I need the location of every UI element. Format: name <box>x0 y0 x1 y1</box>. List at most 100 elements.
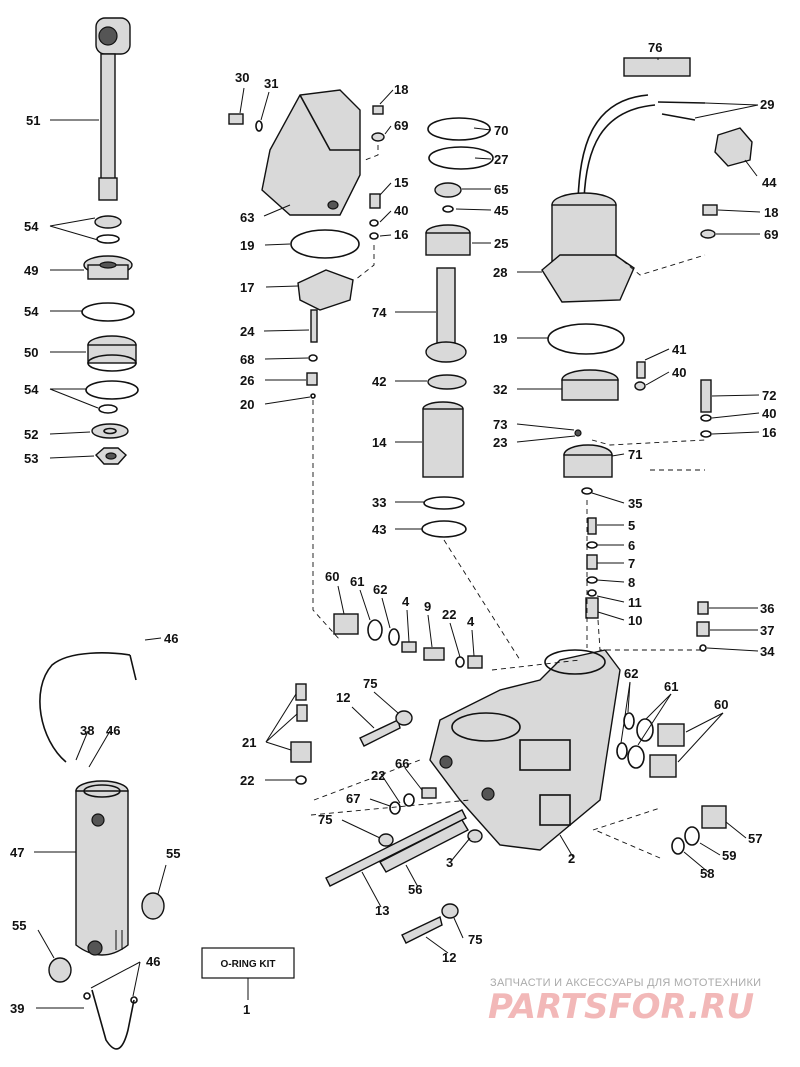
callout-7: 7 <box>628 556 635 571</box>
callout-76: 76 <box>648 40 662 55</box>
callout-8: 8 <box>628 575 635 590</box>
callout-12b: 12 <box>442 950 456 965</box>
callout-4b: 4 <box>467 614 475 629</box>
callout-5: 5 <box>628 518 635 533</box>
callout-16a: 16 <box>394 227 408 242</box>
callout-27: 27 <box>494 152 508 167</box>
callout-74: 74 <box>372 305 387 320</box>
callout-40a: 40 <box>394 203 408 218</box>
callout-57: 57 <box>748 831 762 846</box>
watermark-caption: ЗАПЧАСТИ И АКСЕССУАРЫ ДЛЯ МОТОТЕХНИКИ <box>490 977 761 989</box>
callout-23: 23 <box>493 435 507 450</box>
callout-60a: 60 <box>325 569 339 584</box>
callout-47: 47 <box>10 845 24 860</box>
callout-13: 13 <box>375 903 389 918</box>
callout-71: 71 <box>628 447 642 462</box>
watermark: ЗАПЧАСТИ И АКСЕССУАРЫ ДЛЯ МОТОТЕХНИКИ PA… <box>488 977 761 1027</box>
callout-66: 66 <box>395 756 409 771</box>
callout-61b: 61 <box>664 679 678 694</box>
callout-62a: 62 <box>373 582 387 597</box>
callout-41: 41 <box>672 342 686 357</box>
pump-motor-assembly <box>541 57 753 355</box>
callout-1: 1 <box>243 1002 250 1017</box>
callout-29: 29 <box>760 97 774 112</box>
callout-75c: 75 <box>468 932 482 947</box>
callout-53: 53 <box>24 451 38 466</box>
callout-14: 14 <box>372 435 387 450</box>
o-ring-kit-label: O-RING KIT <box>221 959 276 970</box>
callout-75b: 75 <box>318 812 332 827</box>
callout-16b: 16 <box>762 425 776 440</box>
callout-39: 39 <box>10 1001 24 1016</box>
callout-11: 11 <box>628 595 642 610</box>
callout-51: 51 <box>26 113 40 128</box>
callout-49: 49 <box>24 263 38 278</box>
callout-33: 33 <box>372 495 386 510</box>
callout-31: 31 <box>264 76 278 91</box>
callout-65: 65 <box>494 182 508 197</box>
callout-25: 25 <box>494 236 508 251</box>
callout-4a: 4 <box>402 594 410 609</box>
callout-46c: 46 <box>146 954 160 969</box>
callout-43: 43 <box>372 522 386 537</box>
callout-35: 35 <box>628 496 642 511</box>
callout-21: 21 <box>242 735 256 750</box>
manifold-body <box>290 613 727 944</box>
callout-54b: 54 <box>24 304 39 319</box>
callout-18b: 18 <box>764 205 778 220</box>
callout-38: 38 <box>80 723 94 738</box>
leader-lines <box>34 58 761 1009</box>
callout-32: 32 <box>493 382 507 397</box>
callout-42: 42 <box>372 374 386 389</box>
valve-body-assembly <box>561 361 712 652</box>
callout-56: 56 <box>408 882 422 897</box>
callout-19b: 19 <box>493 331 507 346</box>
trim-cylinder-assembly <box>39 652 165 1050</box>
callout-9: 9 <box>424 599 431 614</box>
callout-30: 30 <box>235 70 249 85</box>
callout-69a: 69 <box>394 118 408 133</box>
callout-24: 24 <box>240 324 255 339</box>
callout-75a: 75 <box>363 676 377 691</box>
callout-12a: 12 <box>336 690 350 705</box>
callout-6: 6 <box>628 538 635 553</box>
callout-45: 45 <box>494 203 508 218</box>
callout-55b: 55 <box>12 918 26 933</box>
callout-22a: 22 <box>442 607 456 622</box>
callout-37: 37 <box>760 623 774 638</box>
manual-release-piston-assembly <box>421 117 494 538</box>
callout-70: 70 <box>494 123 508 138</box>
callout-19a: 19 <box>240 238 254 253</box>
callout-54c: 54 <box>24 382 39 397</box>
watermark-brand: PARTSFOR.RU <box>488 987 754 1027</box>
callout-72: 72 <box>762 388 776 403</box>
piston-rod-assembly <box>81 17 139 465</box>
callout-67: 67 <box>346 791 360 806</box>
callout-10: 10 <box>628 613 642 628</box>
callout-54a: 54 <box>24 219 39 234</box>
callout-20: 20 <box>240 397 254 412</box>
callout-numbers: 51 54 49 54 50 54 52 53 30 31 63 19 17 2… <box>10 40 778 1017</box>
assembly-dashed-lines <box>310 145 706 859</box>
callout-60b: 60 <box>714 697 728 712</box>
callout-63: 63 <box>240 210 254 225</box>
callout-18a: 18 <box>394 82 408 97</box>
callout-22c: 22 <box>371 768 385 783</box>
callout-52: 52 <box>24 427 38 442</box>
callout-50: 50 <box>24 345 38 360</box>
callout-34: 34 <box>760 644 775 659</box>
callout-40c: 40 <box>762 406 776 421</box>
callout-44: 44 <box>762 175 777 190</box>
callout-55a: 55 <box>166 846 180 861</box>
callout-28: 28 <box>493 265 507 280</box>
callout-40b: 40 <box>672 365 686 380</box>
callout-69b: 69 <box>764 227 778 242</box>
callout-36: 36 <box>760 601 774 616</box>
callout-68: 68 <box>240 352 254 367</box>
callout-61a: 61 <box>350 574 364 589</box>
o-ring-kit-box: O-RING KIT <box>201 947 295 1000</box>
callout-73: 73 <box>493 417 507 432</box>
callout-46a: 46 <box>164 631 178 646</box>
callout-2: 2 <box>568 851 575 866</box>
